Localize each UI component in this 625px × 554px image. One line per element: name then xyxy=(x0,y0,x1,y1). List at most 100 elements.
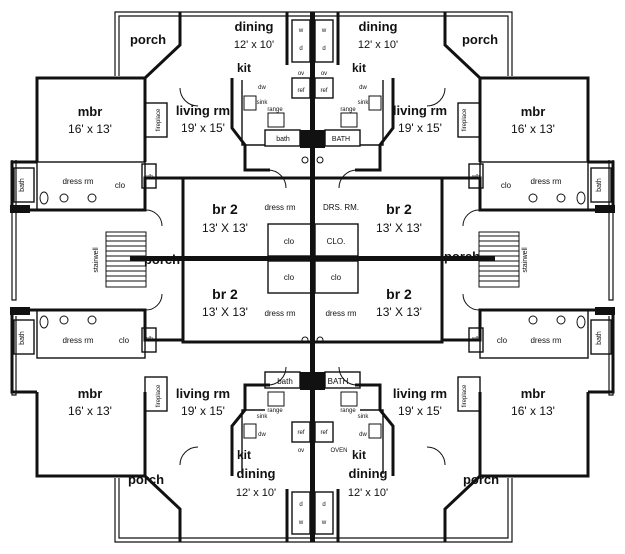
dress-rm-center-bottom-left: dress rm xyxy=(264,309,295,318)
dw-top-left: dw xyxy=(258,85,266,91)
d-top-right: d xyxy=(322,46,325,52)
mbr-dim-top-right: 16' x 13' xyxy=(511,122,555,136)
dining-label-top-right: dining xyxy=(359,19,398,34)
living-dim-bottom-right: 19' x 15' xyxy=(398,404,442,418)
fireplace-bottom-right: fireplace xyxy=(462,384,468,407)
w-top-right: w xyxy=(321,28,327,34)
ref-bottom-right: ref xyxy=(320,430,327,436)
porch-label-bottom-right: porch xyxy=(463,472,499,487)
wh-top-right: w/h xyxy=(472,174,480,180)
mbr-dim-bottom-left: 16' x 13' xyxy=(68,404,112,418)
clo-bottom-right: clo xyxy=(497,336,508,345)
sink-top-left: sink xyxy=(257,100,269,106)
dress-rm-bottom-right: dress rm xyxy=(530,336,561,345)
sink-bottom-right: sink xyxy=(358,414,370,420)
central-walls xyxy=(10,12,615,542)
bath-right-top: bath xyxy=(596,178,603,192)
porch-label-top-right: porch xyxy=(462,32,498,47)
clo-center-4: clo xyxy=(331,273,342,282)
living-dim-top-left: 19' x 15' xyxy=(181,121,225,135)
living-label-bottom-right: living rm xyxy=(393,386,447,401)
mbr-label-top-right: mbr xyxy=(521,104,546,119)
br2-dim-bottom-right: 13' X 13' xyxy=(376,305,422,319)
mbr-label-bottom-left: mbr xyxy=(78,386,103,401)
kit-label-bottom-right: kit xyxy=(352,448,366,462)
clo-center-3: clo xyxy=(284,273,295,282)
fixtures xyxy=(39,95,586,439)
ov-bottom-left: ov xyxy=(298,448,304,454)
interior-partitions xyxy=(13,19,612,535)
stairwell-left: stairwell xyxy=(93,247,100,273)
ref-top-right: ref xyxy=(320,88,327,94)
dress-rm-center-bottom-right: dress rm xyxy=(325,309,356,318)
range-bottom-right: range xyxy=(340,408,356,414)
bath-center-top-right: BATH xyxy=(332,136,350,143)
dw-bottom-left: dw xyxy=(258,432,266,438)
dress-rm-center-top-left: dress rm xyxy=(264,203,295,212)
range-bottom-left: range xyxy=(267,408,283,414)
dining-dim-bottom-left: 12' x 10' xyxy=(236,487,276,499)
br2-dim-top-right: 13' X 13' xyxy=(376,221,422,235)
porch-label-right: porch xyxy=(444,249,480,264)
mbr-label-top-left: mbr xyxy=(78,104,103,119)
mbr-dim-bottom-right: 16' x 13' xyxy=(511,404,555,418)
living-label-top-right: living rm xyxy=(393,103,447,118)
bath-left-top: bath xyxy=(19,178,26,192)
mbr-dim-top-left: 16' x 13' xyxy=(68,122,112,136)
dress-rm-bottom-left: dress rm xyxy=(62,336,93,345)
br2-label-bottom-right: br 2 xyxy=(386,286,412,302)
sink-top-right: sink xyxy=(358,100,370,106)
br2-label-bottom-left: br 2 xyxy=(212,286,238,302)
kit-label-top-right: kit xyxy=(352,61,366,75)
d-bottom-left: d xyxy=(299,502,302,508)
d-top-left: d xyxy=(299,46,302,52)
wh-top-left: w/h xyxy=(145,174,153,180)
clo-center-2: CLO. xyxy=(327,237,346,246)
oven-bottom-right: OVEN xyxy=(330,448,347,454)
br2-dim-top-left: 13' X 13' xyxy=(202,221,248,235)
kit-label-bottom-left: kit xyxy=(237,448,251,462)
dining-dim-bottom-right: 12' x 10' xyxy=(348,487,388,499)
w-bottom-right: w xyxy=(321,520,327,526)
dw-bottom-right: dw xyxy=(359,432,367,438)
mbr-label-bottom-right: mbr xyxy=(521,386,546,401)
door-swings xyxy=(145,87,480,466)
porch-label-bottom-left: porch xyxy=(128,472,164,487)
stairwells xyxy=(105,231,520,288)
clo-top-right: clo xyxy=(501,181,512,190)
br2-label-top-right: br 2 xyxy=(386,201,412,217)
fireplace-top-left: fireplace xyxy=(156,108,162,131)
living-dim-bottom-left: 19' x 15' xyxy=(181,404,225,418)
ov-top-left: ov xyxy=(298,71,304,77)
br2-label-top-left: br 2 xyxy=(212,201,238,217)
dining-dim-top-right: 12' x 10' xyxy=(358,39,398,51)
ov-top-right: ov xyxy=(321,71,327,77)
wh-bottom-right: w/h xyxy=(472,336,480,342)
dw-top-right: dw xyxy=(359,85,367,91)
bath-right-bottom: bath xyxy=(596,331,603,345)
w-bottom-left: w xyxy=(298,520,304,526)
fireplace-top-right: fireplace xyxy=(462,108,468,131)
bath-center-bottom-right: BATH xyxy=(328,377,349,386)
d-bottom-right: d xyxy=(322,502,325,508)
ref-bottom-left: ref xyxy=(297,430,304,436)
living-label-bottom-left: living rm xyxy=(176,386,230,401)
living-label-top-left: living rm xyxy=(176,103,230,118)
sink-bottom-left: sink xyxy=(257,414,269,420)
porch-label-left: porch xyxy=(144,252,180,267)
dress-rm-top-right: dress rm xyxy=(530,177,561,186)
range-top-left: range xyxy=(267,107,283,113)
dining-dim-top-left: 12' x 10' xyxy=(234,39,274,51)
stairwell-right: stairwell xyxy=(522,247,529,273)
wh-bottom-left: w/h xyxy=(145,336,153,342)
dress-rm-top-left: dress rm xyxy=(62,177,93,186)
fireplace-bottom-left: fireplace xyxy=(156,384,162,407)
living-dim-top-right: 19' x 15' xyxy=(398,121,442,135)
clo-top-left: clo xyxy=(115,181,126,190)
drs-rm-center-top-right: DRS. RM. xyxy=(323,203,359,212)
br2-dim-bottom-left: 13' X 13' xyxy=(202,305,248,319)
bath-center-top-left: bath xyxy=(276,136,290,143)
range-top-right: range xyxy=(340,107,356,113)
ref-top-left: ref xyxy=(297,88,304,94)
